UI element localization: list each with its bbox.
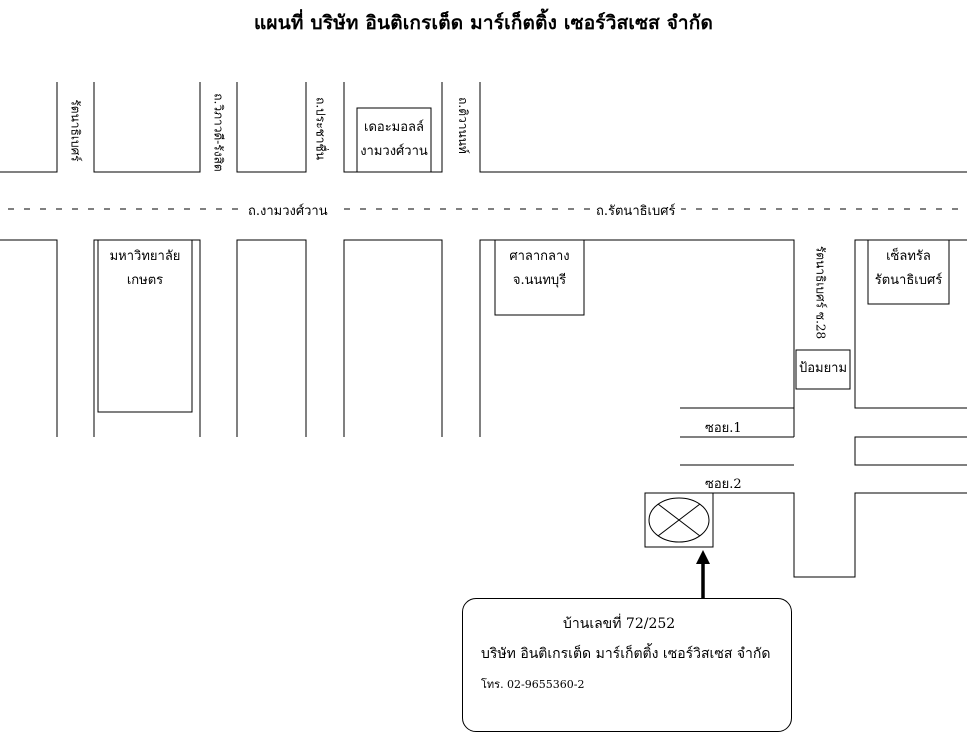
- soi-edge: [854, 436, 967, 466]
- soi-2-label: ซอย.2: [705, 477, 742, 492]
- road-edge: [479, 239, 795, 437]
- central-label-line2: รัตนาธิเบศร์: [874, 273, 943, 288]
- soi-edge: [680, 492, 967, 578]
- hall-label-line2: จ.นนทบุรี: [512, 273, 567, 288]
- central-box: [867, 239, 950, 305]
- university-label-line2: เกษตร: [126, 273, 164, 288]
- road-edge: [236, 82, 307, 173]
- road-edge: [236, 239, 307, 437]
- address-callout: บ้านเลขที่ 72/252 บริษัท อินติเกรเต็ด มา…: [462, 598, 792, 732]
- police-label: ป้อมยาม: [798, 361, 848, 376]
- hall-label-line1: ศาลากลาง: [509, 249, 570, 264]
- soi-1-label: ซอย.1: [705, 421, 742, 436]
- road-label-top-2: ถ.วิภาวดี-รังสิต: [211, 93, 226, 172]
- road-edge: [0, 239, 58, 437]
- address-line: บ้านเลขที่ 72/252: [563, 616, 676, 632]
- central-label: เซ็ลทรัล รัตนาธิเบศร์: [868, 245, 949, 293]
- location-marker-icon: [648, 497, 710, 543]
- mall-label: เดอะมอลล์ งามวงศ์วาน: [357, 116, 431, 164]
- map-title: แผนที่ บริษัท อินติเกรเต็ด มาร์เก็ตติ้ง …: [253, 12, 714, 34]
- company-line: บริษัท อินติเกรเต็ด มาร์เก็ตติ้ง เซอร์วิ…: [481, 646, 771, 662]
- university-label: มหาวิทยาลัย เกษตร: [98, 245, 192, 293]
- location-box: [644, 492, 714, 548]
- mall-label-line2: งามวงศ์วาน: [360, 144, 428, 159]
- central-label-line1: เซ็ลทรัล: [886, 249, 931, 264]
- arrow-up-icon: [696, 550, 710, 598]
- university-label-line1: มหาวิทยาลัย: [109, 249, 181, 264]
- mall-box: [356, 107, 432, 173]
- road-label-soi-28: รัตนาธิเบศร์ ซ.28: [813, 245, 828, 340]
- road-label-ngamwongwan: ถ.งามวงศ์วาน: [242, 200, 334, 221]
- phone-line: โทร. 02-9655360-2: [481, 678, 585, 691]
- university-box: [97, 239, 193, 413]
- police-box: [795, 349, 851, 390]
- road-edge: [93, 82, 201, 173]
- hall-label: ศาลากลาง จ.นนทบุรี: [495, 245, 584, 293]
- road-label-rattanathibet: ถ.รัตนาธิเบศร์: [590, 200, 682, 221]
- road-label-top-4: ถ.ติวานนท์: [456, 97, 470, 154]
- hall-box: [494, 239, 585, 316]
- road-label-top-3: ถ.ประชาชื่น: [313, 97, 328, 160]
- road-edge: [479, 82, 967, 173]
- road-edge: [343, 239, 443, 437]
- mall-label-line1: เดอะมอลล์: [364, 120, 424, 135]
- main-road-top-edge: [0, 82, 58, 173]
- road-label-top-1: รัตนาธิเบศร์: [68, 99, 83, 162]
